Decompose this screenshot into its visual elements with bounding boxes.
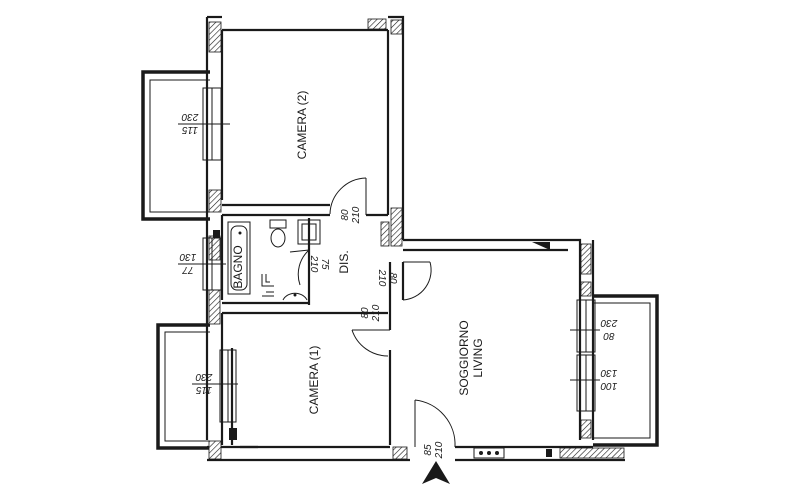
dim-height: 210 (434, 441, 445, 459)
door-entrance (414, 399, 456, 448)
dim-height: 130 (179, 251, 196, 262)
dim-camera1-window: 115 230 (195, 371, 213, 395)
dim-width: 85 (423, 444, 434, 456)
dim-height: 210 (308, 255, 319, 273)
room-label-living: LIVING (471, 338, 485, 377)
dim-door-bagno: 75 210 (308, 255, 330, 273)
dim-width: 100 (600, 380, 617, 391)
room-label-soggiorno: SOGGIORNO (457, 320, 471, 395)
washbasin (282, 292, 308, 301)
window-living-bottom (570, 354, 600, 412)
dim-height: 230 (181, 111, 199, 122)
door-camera2 (329, 177, 367, 215)
door-camera1 (351, 329, 390, 357)
dim-bagno-window: 77 130 (179, 251, 196, 275)
dim-height: 210 (351, 206, 362, 224)
dim-living-window-top: 80 230 (600, 317, 618, 341)
dim-width: 115 (182, 124, 198, 135)
dim-door-entrance: 85 210 (423, 441, 445, 459)
dim-width: 75 (319, 258, 330, 270)
balcony-camera2 (141, 70, 210, 221)
wall-hatching (208, 18, 625, 460)
window-living-top (570, 299, 600, 353)
dim-width: 115 (196, 384, 212, 395)
walls (205, 15, 625, 462)
bidet (261, 274, 274, 297)
kitchen-sink (546, 449, 552, 457)
dim-width: 80 (360, 307, 371, 319)
window-camera2 (178, 87, 230, 161)
window-camera1 (192, 349, 238, 423)
room-label-dis: DIS. (337, 250, 351, 273)
dim-height: 130 (600, 367, 617, 378)
toilet (269, 219, 287, 248)
dim-door-living-top: 80 210 (376, 269, 398, 287)
dim-width: 77 (182, 264, 194, 275)
kitchen-stove (473, 447, 505, 459)
balcony-living (593, 294, 659, 447)
dim-width: 80 (387, 272, 398, 284)
dim-height: 210 (376, 269, 387, 287)
dim-height: 230 (195, 371, 213, 382)
dim-height: 210 (371, 304, 382, 322)
balcony-camera1 (156, 323, 210, 450)
bathtub (227, 221, 251, 295)
entrance-arrow-icon (422, 461, 450, 484)
window-bagno (178, 237, 226, 291)
dim-width: 80 (603, 330, 615, 341)
dim-door-camera1: 80 210 (360, 304, 382, 322)
dim-height: 230 (600, 317, 618, 328)
dim-width: 80 (340, 209, 351, 221)
room-label-camera1: CAMERA (1) (307, 346, 321, 415)
dim-living-window-bottom: 100 130 (600, 367, 617, 391)
shower-tray (297, 219, 321, 245)
dim-door-camera2: 80 210 (340, 206, 362, 224)
room-label-bagno: BAGNO (231, 245, 245, 288)
door-living-top (402, 261, 432, 301)
dim-camera2-window: 115 230 (181, 111, 199, 135)
door-bagno (289, 249, 310, 286)
room-label-camera2: CAMERA (2) (295, 91, 309, 160)
